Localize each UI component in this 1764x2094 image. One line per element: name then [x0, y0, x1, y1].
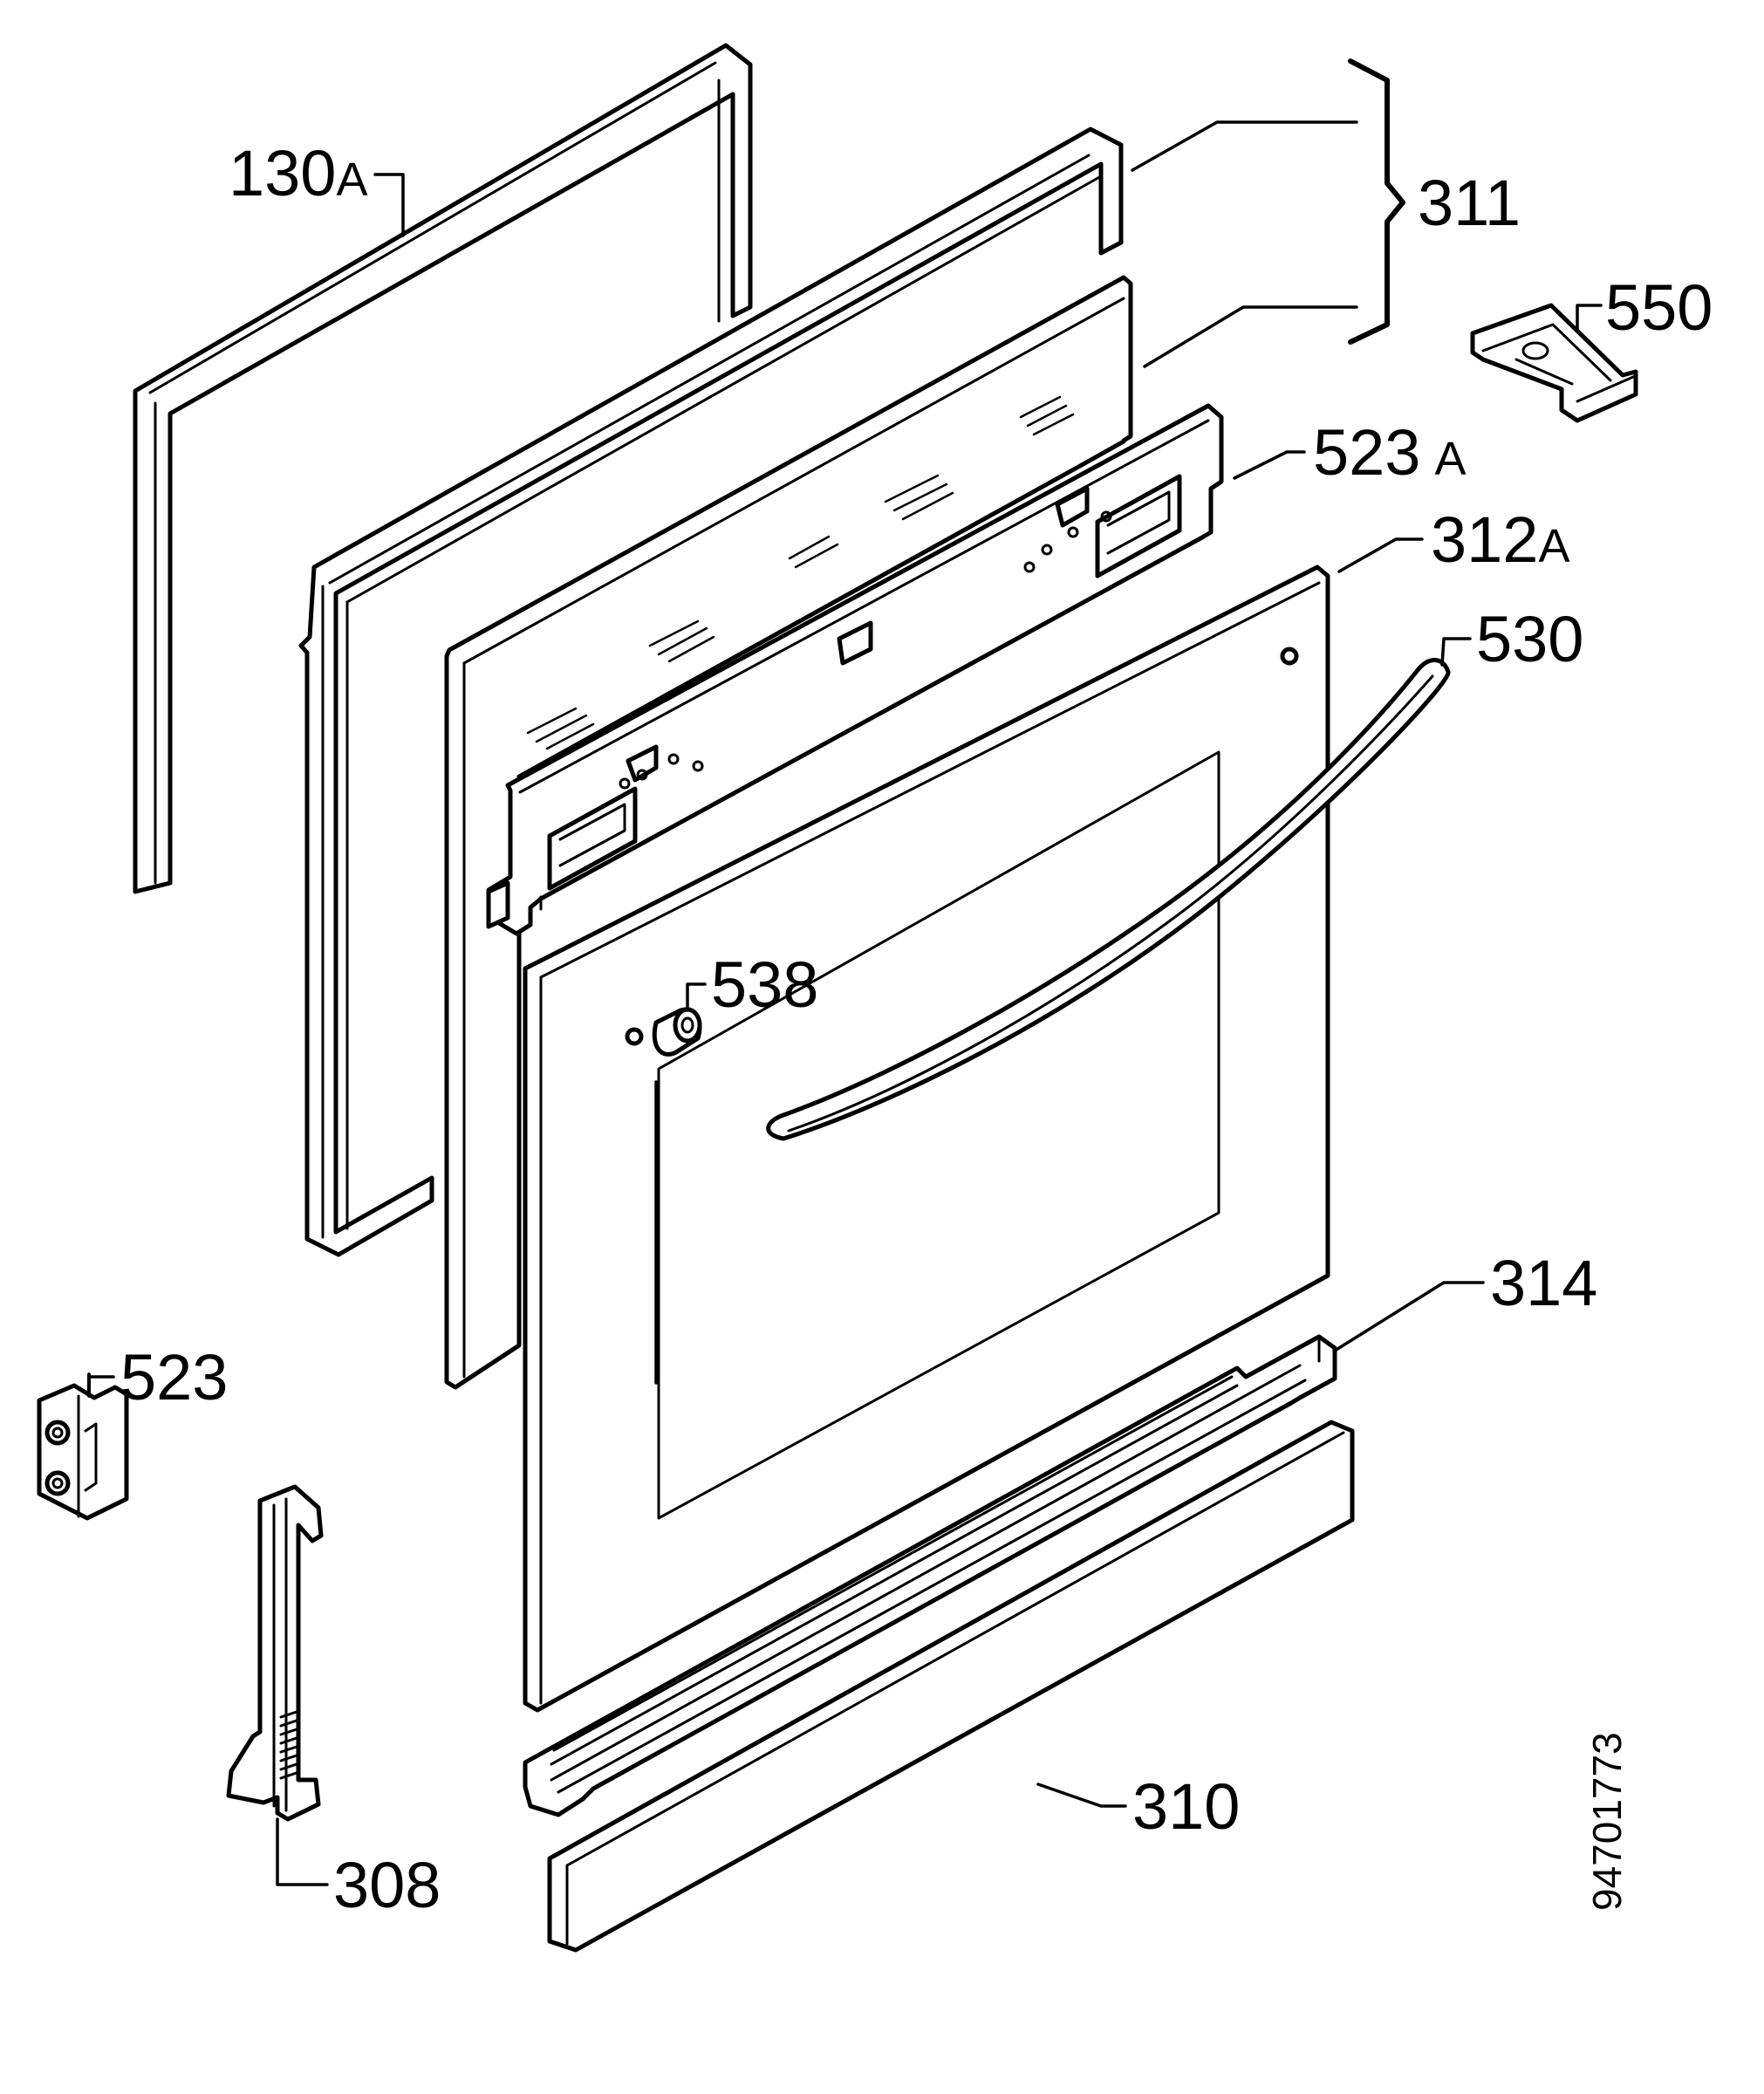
- part-312a-front-panel: [523, 565, 1330, 1713]
- label-550: 550: [1605, 271, 1713, 344]
- label-314: 314: [1490, 1247, 1597, 1319]
- label-538: 538: [711, 948, 818, 1021]
- part-530-door-handle: [766, 658, 1451, 1141]
- part-314-bottom-rail: [523, 1334, 1337, 1817]
- label-310: 310: [1132, 1770, 1240, 1843]
- label-312a: 312A: [1431, 503, 1570, 576]
- label-530: 530: [1476, 603, 1583, 675]
- document-number: 94701773: [1584, 1732, 1630, 1911]
- part-311-glass-frame: [298, 127, 1124, 1257]
- part-550-clip: [1470, 303, 1638, 423]
- part-130a-door-seal: [133, 43, 753, 894]
- part-523-hinge-bracket: [37, 1383, 129, 1521]
- label-308: 308: [333, 1849, 441, 1921]
- leader-lines: [87, 120, 1603, 1886]
- part-311-glass-pane: [444, 275, 1133, 1390]
- part-310-bottom-cover: [547, 1420, 1355, 1953]
- label-130a: 130A: [229, 137, 368, 209]
- part-308-hinge: [226, 1484, 324, 1822]
- brace-311: [1348, 58, 1405, 345]
- part-523a-vent-profile: [486, 403, 1224, 936]
- label-311: 311: [1418, 167, 1521, 239]
- label-523: 523: [120, 1341, 228, 1413]
